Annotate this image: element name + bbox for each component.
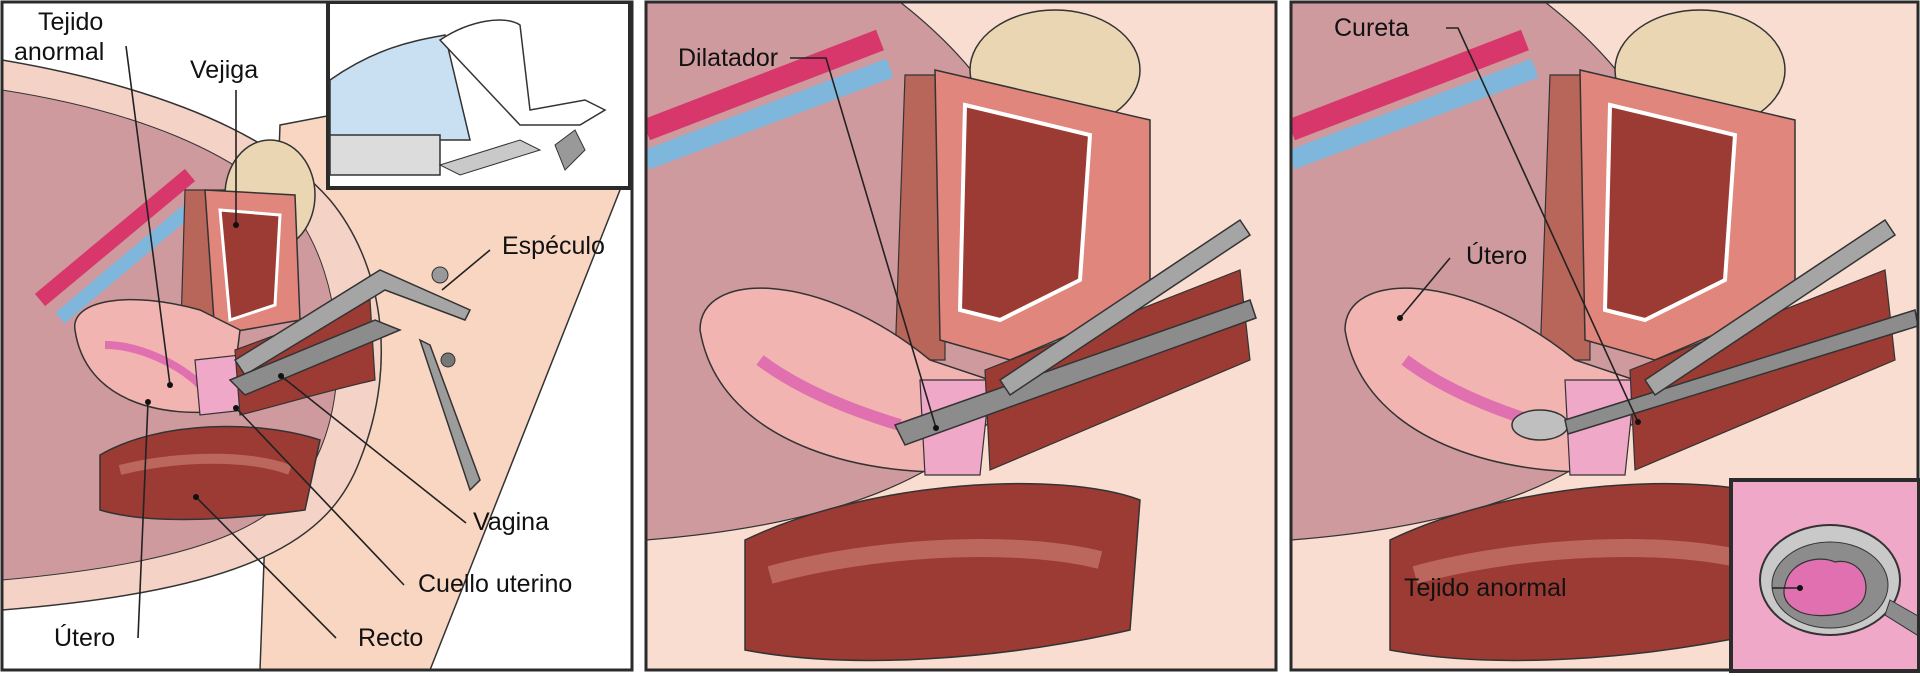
panel-3-leader-lines (1399, 27, 1800, 589)
label-abnormal-tissue-line2: anormal (14, 38, 105, 66)
label-bladder: Vejiga (190, 56, 259, 84)
abnormal-tissue-sample (1783, 558, 1867, 617)
dilator-instrument (893, 218, 1257, 446)
vein (1291, 58, 1539, 170)
label-speculum: Espéculo (502, 232, 605, 260)
artery (34, 168, 196, 307)
panel-1-leader-lines (125, 45, 491, 639)
panel-2-dilator-view (646, 2, 1276, 670)
artery (1291, 29, 1529, 141)
panel-1-border (0, 0, 634, 672)
patient-position-inset (326, 2, 632, 190)
label-dilator: Dilatador (678, 44, 779, 72)
rectum (99, 425, 321, 521)
label-rectum: Recto (358, 624, 424, 652)
label-uterus: Útero (54, 624, 116, 652)
panel-2-border (644, 0, 1278, 672)
panel-1-speculum-view (2, 2, 632, 670)
speculum-instrument (228, 266, 481, 492)
curette-zoom-inset (1729, 478, 1920, 673)
label-curette: Cureta (1334, 14, 1410, 42)
rectum (744, 482, 1141, 662)
vein (646, 58, 894, 170)
label-abnormal-tissue-line1: Tejido (38, 8, 104, 36)
artery (646, 29, 884, 141)
panel-1-leader-dots (145, 222, 284, 500)
label-vagina: Vagina (473, 508, 549, 536)
curette-instrument (1511, 218, 1918, 441)
vein (55, 194, 205, 324)
panel-3-border (1289, 0, 1920, 672)
label-cervix: Cuello uterino (418, 570, 573, 598)
panel-2-leader-lines (790, 57, 937, 429)
label-abnormal-tissue-panel3: Tejido anormal (1404, 574, 1567, 602)
label-uterus-panel3: Útero (1466, 242, 1528, 270)
vagina (984, 269, 1251, 471)
